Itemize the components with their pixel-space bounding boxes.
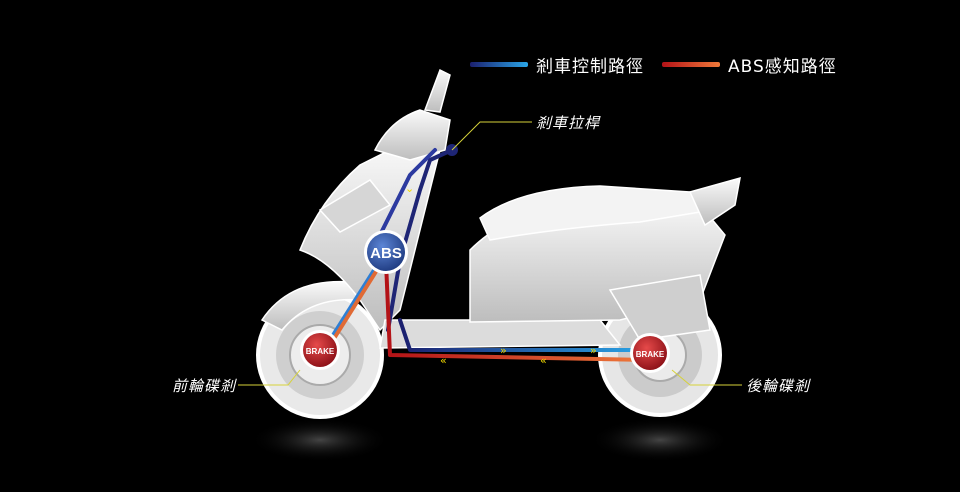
callout-front-disc: 前輪碟剎 <box>172 377 237 395</box>
abs-badge: ABS <box>364 230 408 274</box>
front-brake-badge: BRAKE <box>300 330 340 370</box>
legend-label-brake-path: 剎車控制路徑 <box>536 57 644 77</box>
arrow-icon: « <box>540 354 547 367</box>
flow-arrows: » » « « ⌄ <box>405 182 597 367</box>
legend-swatch-blue <box>470 62 528 67</box>
brake-control-path <box>328 148 652 352</box>
legend-swatch-red <box>662 62 720 67</box>
arrow-icon: « <box>440 354 447 367</box>
callout-lines <box>238 121 742 386</box>
front-reflection <box>250 418 390 462</box>
legend-item-abs-path: ABS感知路徑 <box>662 52 837 77</box>
rear-reflection <box>590 418 730 462</box>
rear-brake-badge: BRAKE <box>630 333 670 373</box>
front-brake-badge-label: BRAKE <box>306 347 335 356</box>
legend: 剎車控制路徑 ABS感知路徑 <box>470 52 837 77</box>
legend-label-abs-path: ABS感知路徑 <box>728 57 837 77</box>
arrow-icon: » <box>590 344 597 357</box>
rear-brake-badge-label: BRAKE <box>636 350 665 359</box>
callout-brake-lever: 剎車拉桿 <box>536 114 601 132</box>
abs-sensor-path <box>328 260 652 362</box>
abs-badge-label: ABS <box>370 245 402 262</box>
arrow-icon: ⌄ <box>405 182 414 195</box>
arrow-icon: » <box>500 344 507 357</box>
legend-item-brake-path: 剎車控制路徑 <box>470 52 644 77</box>
callout-rear-disc: 後輪碟剎 <box>746 377 811 395</box>
